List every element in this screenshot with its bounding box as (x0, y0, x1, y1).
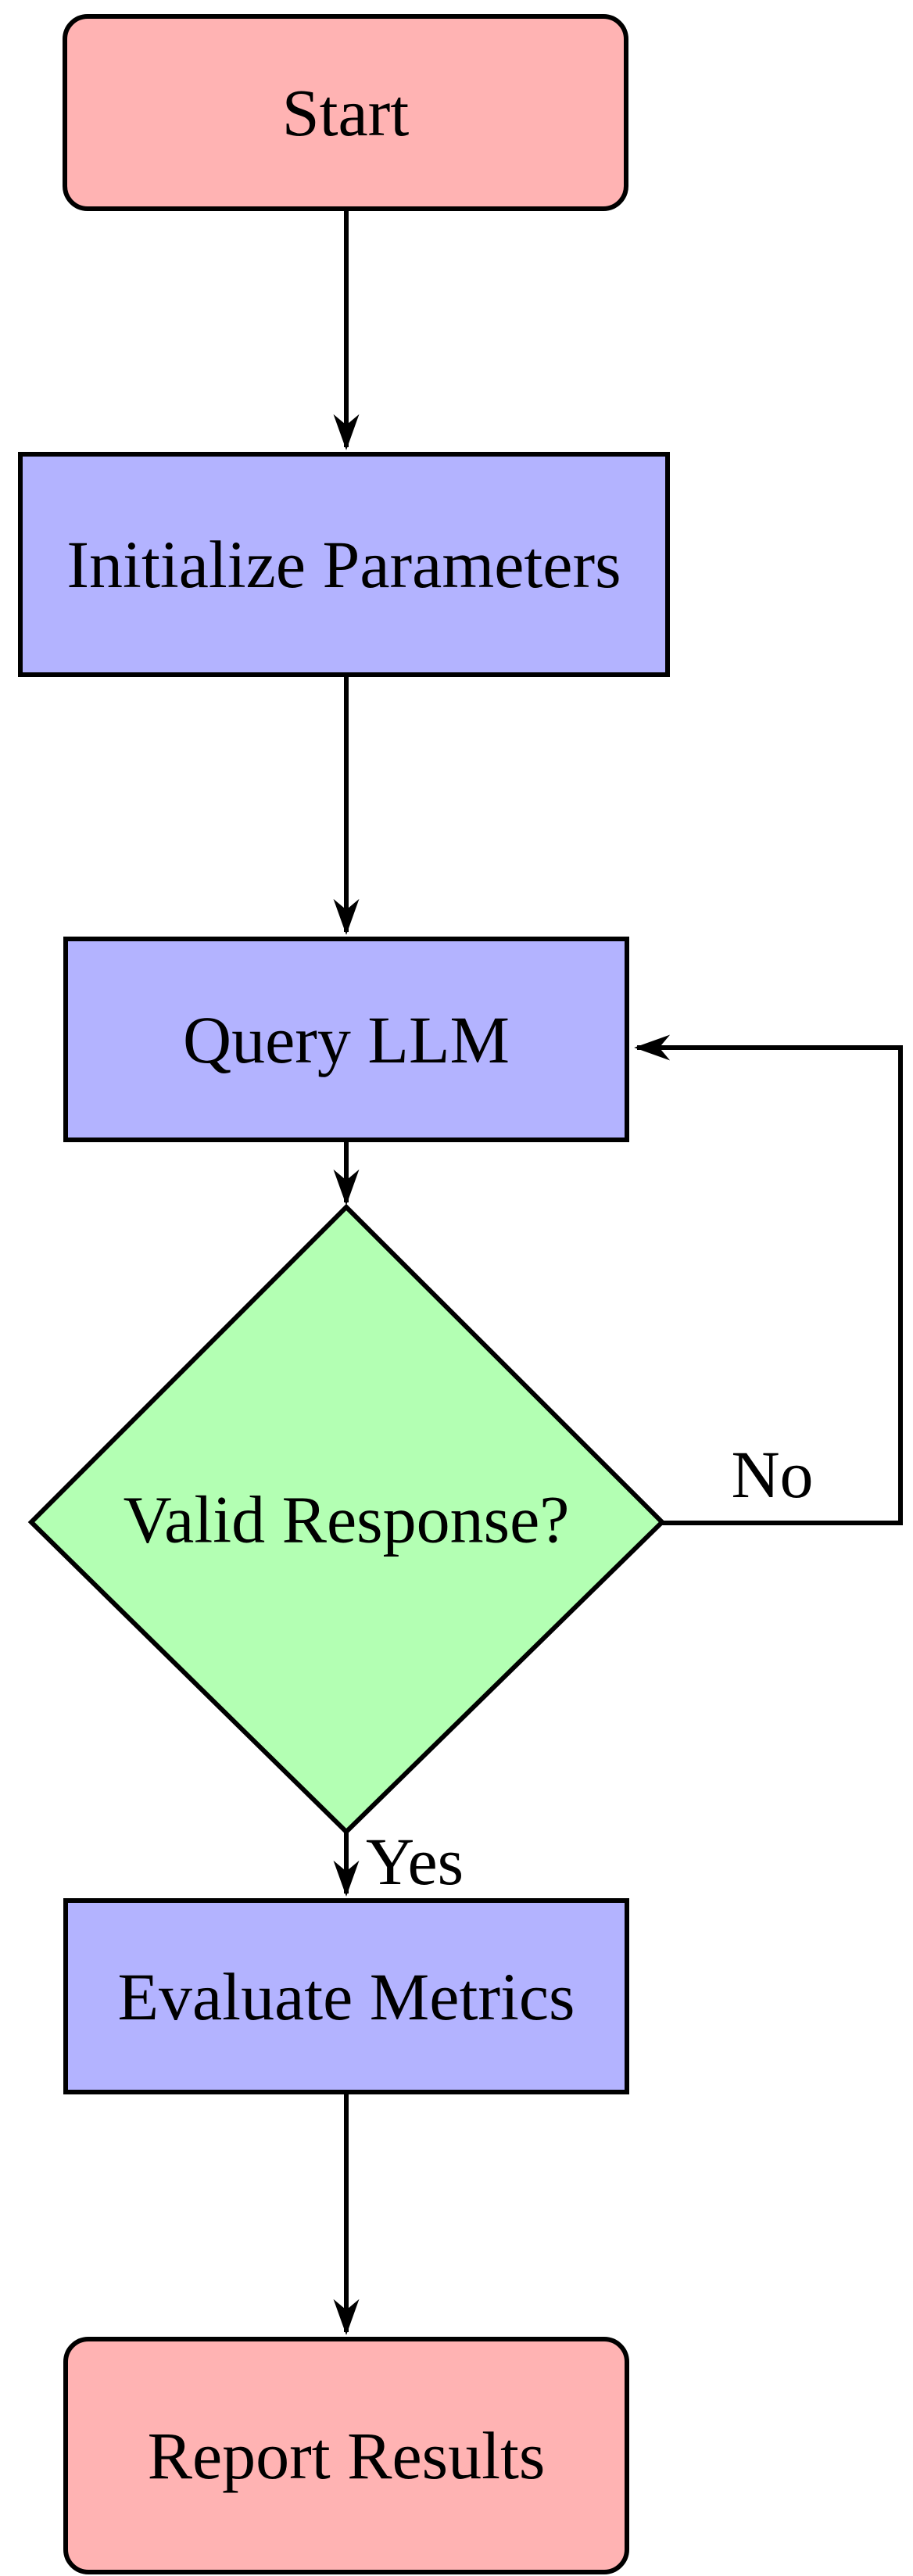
node-query-llm-label: Query LLM (183, 1001, 510, 1077)
node-query-llm: Query LLM (63, 937, 629, 1142)
node-start: Start (63, 14, 628, 211)
edge-decision-to-query-no (634, 1034, 903, 1525)
edge-label-yes: Yes (366, 1824, 464, 1899)
node-evaluate-metrics: Evaluate Metrics (63, 1898, 629, 2094)
node-start-label: Start (281, 75, 410, 150)
edge-label-no: No (731, 1437, 814, 1512)
node-report-results: Report Results (63, 2337, 629, 2574)
node-report-results-label: Report Results (147, 2418, 546, 2493)
node-initialize-parameters-label: Initialize Parameters (66, 527, 621, 602)
node-initialize-parameters: Initialize Parameters (18, 452, 670, 677)
node-evaluate-metrics-label: Evaluate Metrics (117, 1958, 575, 2034)
node-valid-response-label: Valid Response? (123, 1481, 570, 1557)
